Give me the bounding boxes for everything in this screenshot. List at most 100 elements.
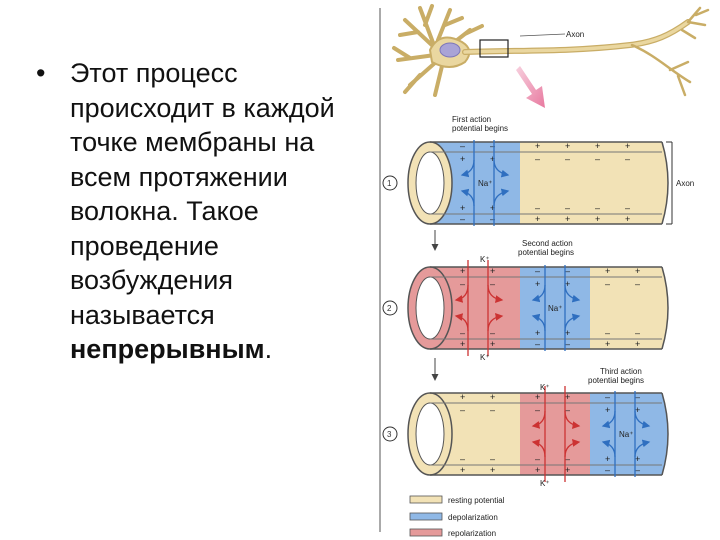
svg-text:–: – bbox=[565, 405, 570, 415]
svg-text:+: + bbox=[605, 405, 610, 415]
axon-conduction-figure: Axon First action potential begins 1 ––+… bbox=[379, 4, 710, 538]
svg-text:–: – bbox=[535, 339, 540, 349]
svg-text:+: + bbox=[565, 392, 570, 402]
svg-text:–: – bbox=[595, 203, 600, 213]
svg-text:+: + bbox=[635, 454, 640, 464]
svg-text:–: – bbox=[625, 154, 630, 164]
axon-label-top: Axon bbox=[566, 30, 584, 39]
svg-text:+: + bbox=[605, 454, 610, 464]
step3-ion-k-bottom: K⁺ bbox=[540, 479, 550, 488]
svg-text:+: + bbox=[460, 203, 465, 213]
svg-text:+: + bbox=[605, 266, 610, 276]
svg-text:+: + bbox=[625, 141, 630, 151]
svg-text:–: – bbox=[490, 405, 495, 415]
neuron-illustration: Axon bbox=[392, 4, 710, 97]
step2-ion-na: Na⁺ bbox=[548, 304, 562, 313]
svg-text:–: – bbox=[490, 279, 495, 289]
step2-caption-line2: potential begins bbox=[518, 248, 574, 257]
svg-text:+: + bbox=[535, 214, 540, 224]
svg-text:–: – bbox=[460, 454, 465, 464]
zoom-arrow bbox=[516, 66, 545, 108]
step1-number: 1 bbox=[387, 179, 392, 188]
svg-text:+: + bbox=[595, 141, 600, 151]
legend-swatch-depolarization bbox=[409, 512, 443, 521]
svg-text:+: + bbox=[490, 392, 495, 402]
svg-text:+: + bbox=[460, 154, 465, 164]
svg-text:–: – bbox=[565, 154, 570, 164]
svg-text:–: – bbox=[490, 328, 495, 338]
svg-text:–: – bbox=[565, 454, 570, 464]
legend-label-depolarization: depolarization bbox=[448, 513, 498, 522]
legend-swatch-repolarization bbox=[409, 528, 443, 537]
svg-text:–: – bbox=[635, 465, 640, 475]
svg-text:–: – bbox=[605, 328, 610, 338]
legend-label-repolarization: repolarization bbox=[448, 529, 496, 538]
svg-text:+: + bbox=[535, 392, 540, 402]
svg-text:+: + bbox=[605, 339, 610, 349]
svg-text:–: – bbox=[535, 454, 540, 464]
svg-text:+: + bbox=[490, 203, 495, 213]
svg-text:–: – bbox=[490, 214, 495, 224]
svg-text:+: + bbox=[490, 154, 495, 164]
axon-label-side: Axon bbox=[676, 179, 694, 188]
svg-text:–: – bbox=[460, 279, 465, 289]
bullet-bold-term: непрерывным bbox=[70, 334, 265, 364]
svg-text:–: – bbox=[635, 279, 640, 289]
svg-text:+: + bbox=[595, 214, 600, 224]
svg-text:+: + bbox=[535, 465, 540, 475]
svg-text:–: – bbox=[460, 328, 465, 338]
step3-caption-line2: potential begins bbox=[588, 376, 644, 385]
svg-text:+: + bbox=[635, 405, 640, 415]
svg-text:+: + bbox=[490, 465, 495, 475]
bullet-text: • Этот процесс происходит в каждой точке… bbox=[36, 56, 370, 367]
svg-text:–: – bbox=[460, 405, 465, 415]
step3-caption-line1: Third action bbox=[600, 367, 642, 376]
svg-text:+: + bbox=[460, 339, 465, 349]
step1-caption-line1: First action bbox=[452, 115, 491, 124]
svg-text:+: + bbox=[565, 141, 570, 151]
svg-text:+: + bbox=[565, 328, 570, 338]
step2-ion-k-bottom: K⁺ bbox=[480, 353, 490, 362]
step3-number: 3 bbox=[387, 430, 392, 439]
svg-text:–: – bbox=[605, 279, 610, 289]
svg-text:–: – bbox=[460, 141, 465, 151]
step1-ion-na: Na⁺ bbox=[478, 179, 492, 188]
step2-ion-k-top: K⁺ bbox=[480, 255, 490, 264]
legend-swatch-resting bbox=[409, 495, 443, 504]
bullet-period: . bbox=[264, 334, 273, 364]
step2-caption-line1: Second action bbox=[522, 239, 573, 248]
step3-ion-na: Na⁺ bbox=[619, 430, 633, 439]
svg-text:–: – bbox=[625, 203, 630, 213]
step3-ion-k-top: K⁺ bbox=[540, 383, 550, 392]
svg-text:–: – bbox=[605, 392, 610, 402]
svg-text:+: + bbox=[460, 392, 465, 402]
svg-text:–: – bbox=[635, 328, 640, 338]
svg-text:–: – bbox=[535, 154, 540, 164]
svg-text:–: – bbox=[565, 266, 570, 276]
svg-text:–: – bbox=[535, 405, 540, 415]
svg-text:+: + bbox=[490, 339, 495, 349]
svg-text:+: + bbox=[460, 266, 465, 276]
svg-text:–: – bbox=[490, 141, 495, 151]
svg-text:–: – bbox=[565, 339, 570, 349]
step1-caption-line2: potential begins bbox=[452, 124, 508, 133]
svg-text:+: + bbox=[565, 465, 570, 475]
bullet-dot: • bbox=[36, 58, 46, 88]
step3-axon-segment: 3 ++++–– ––––++ ––––++ ++++–– bbox=[382, 383, 669, 488]
svg-text:+: + bbox=[635, 266, 640, 276]
bullet-paragraph: Этот процесс происходит в каждой точке м… bbox=[40, 56, 370, 367]
step2-axon-segment: 2 ++––++ ––++–– ––++–– ++––++ bbox=[382, 255, 669, 362]
step1-axon-segment: 1 ––++++ ++–––– ++–––– ––++++ Na⁺ Axon bbox=[382, 140, 694, 226]
svg-text:–: – bbox=[605, 465, 610, 475]
svg-text:–: – bbox=[535, 203, 540, 213]
svg-text:+: + bbox=[535, 141, 540, 151]
svg-text:+: + bbox=[625, 214, 630, 224]
svg-text:+: + bbox=[565, 279, 570, 289]
svg-text:+: + bbox=[535, 328, 540, 338]
legend-label-resting: resting potential bbox=[448, 496, 505, 505]
svg-text:+: + bbox=[535, 279, 540, 289]
bullet-main-text: Этот процесс происходит в каждой точке м… bbox=[70, 58, 335, 330]
svg-text:+: + bbox=[565, 214, 570, 224]
svg-text:+: + bbox=[490, 266, 495, 276]
svg-text:–: – bbox=[535, 266, 540, 276]
